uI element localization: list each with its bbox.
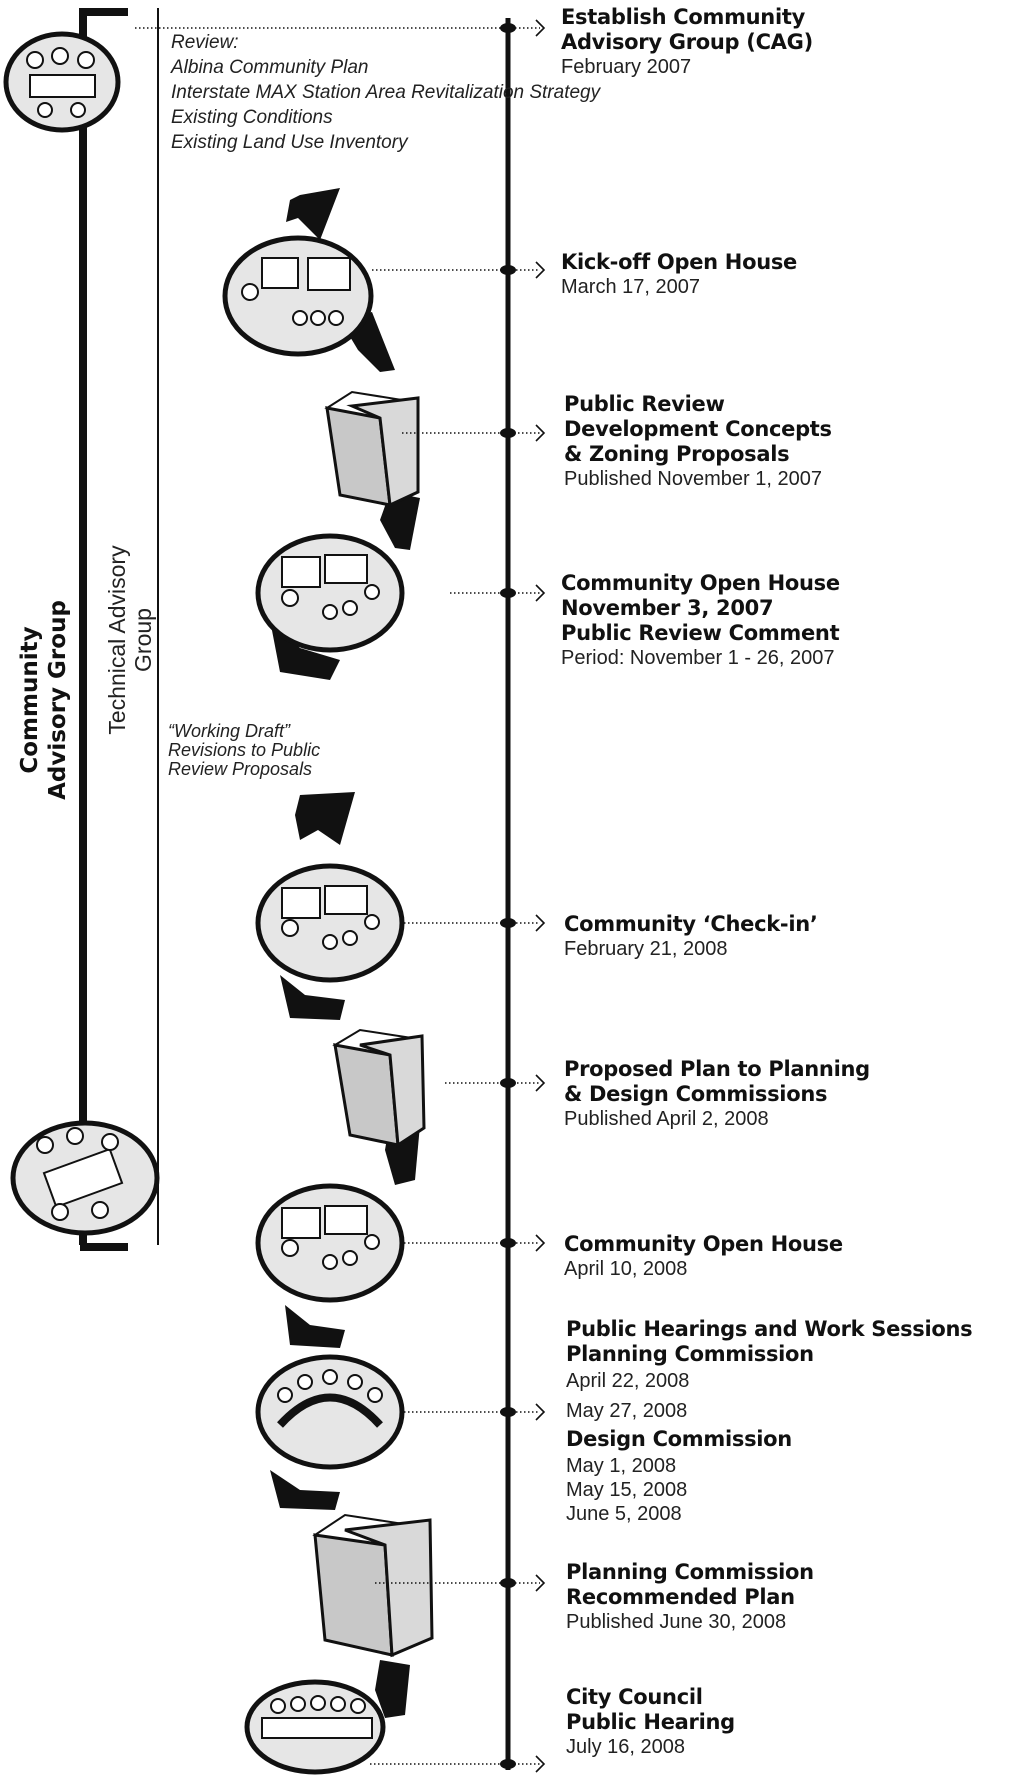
review-item: Albina Community Plan bbox=[171, 57, 369, 78]
milestone-kickoff-open-house: Kick-off Open House March 17, 2007 bbox=[561, 250, 797, 299]
presentation-icon bbox=[222, 235, 374, 357]
timeline-node bbox=[500, 1759, 516, 1769]
milestone-subheading: Design Commission bbox=[566, 1427, 792, 1451]
open-house-icon bbox=[255, 863, 405, 983]
milestone-date: February 21, 2008 bbox=[564, 938, 728, 960]
milestone-title: Public Hearings and Work Sessions bbox=[566, 1317, 973, 1341]
milestone-date: May 15, 2008 bbox=[566, 1479, 688, 1501]
milestone-title: Public Hearing bbox=[566, 1710, 735, 1734]
timeline-node bbox=[500, 918, 516, 928]
open-house-icon bbox=[255, 533, 405, 653]
timeline-node bbox=[500, 1407, 516, 1417]
timeline-node bbox=[500, 1078, 516, 1088]
milestone-title: Advisory Group (CAG) bbox=[561, 30, 813, 54]
milestone-date: April 22, 2008 bbox=[566, 1370, 690, 1392]
milestone-title: Planning Commission bbox=[566, 1560, 814, 1584]
community-advisory-group-label: Community Advisory Group bbox=[17, 600, 71, 800]
milestone-date: April 10, 2008 bbox=[564, 1258, 688, 1280]
milestone-establish-cag: Establish Community Advisory Group (CAG)… bbox=[561, 5, 813, 79]
milestone-title: & Zoning Proposals bbox=[564, 442, 790, 466]
milestone-date: May 1, 2008 bbox=[566, 1455, 677, 1477]
milestone-title: Community ‘Check-in’ bbox=[564, 912, 818, 936]
milestone-date: Published April 2, 2008 bbox=[564, 1108, 769, 1130]
milestone-date: Published November 1, 2007 bbox=[564, 468, 822, 490]
timeline-node bbox=[500, 265, 516, 275]
milestone-public-hearings: Public Hearings and Work Sessions Planni… bbox=[566, 1317, 973, 1526]
timeline-node bbox=[500, 428, 516, 438]
milestone-recommended-plan: Planning Commission Recommended Plan Pub… bbox=[566, 1560, 814, 1634]
flow-arrow-icon bbox=[295, 792, 355, 845]
flow-arrow-icon bbox=[270, 620, 340, 680]
milestone-title: Kick-off Open House bbox=[561, 250, 797, 274]
milestone-date: Period: November 1 - 26, 2007 bbox=[561, 647, 835, 669]
milestone-community-check-in: Community ‘Check-in’ February 21, 2008 bbox=[564, 912, 818, 961]
milestone-title: Community Open House bbox=[561, 571, 840, 595]
milestone-title: Planning Commission bbox=[566, 1342, 814, 1366]
flow-arrow-icon bbox=[375, 1660, 410, 1718]
milestone-title: & Design Commissions bbox=[564, 1082, 828, 1106]
milestone-title: Development Concepts bbox=[564, 417, 832, 441]
meeting-icon bbox=[3, 31, 121, 133]
hearing-icon bbox=[255, 1354, 405, 1470]
milestone-title: Public Review bbox=[564, 392, 725, 416]
milestone-date: Published June 30, 2008 bbox=[566, 1611, 787, 1633]
technical-advisory-group-label: Technical Advisory Group bbox=[104, 545, 156, 735]
review-note: Review: Albina Community Plan Interstate… bbox=[171, 30, 600, 155]
review-heading: Review: bbox=[171, 32, 239, 53]
milestone-title: Establish Community bbox=[561, 5, 805, 29]
chevron-right-icon bbox=[535, 424, 546, 442]
milestone-title: Public Review Comment bbox=[561, 621, 840, 645]
milestone-title: Recommended Plan bbox=[566, 1585, 795, 1609]
timeline-node bbox=[500, 1238, 516, 1248]
book-icon bbox=[324, 390, 420, 508]
milestone-city-council-hearing: City Council Public Hearing July 16, 200… bbox=[566, 1685, 735, 1759]
milestone-title: City Council bbox=[566, 1685, 703, 1709]
milestone-community-open-house-2008: Community Open House April 10, 2008 bbox=[564, 1232, 843, 1281]
timeline-node bbox=[500, 23, 516, 33]
book-icon bbox=[312, 1513, 434, 1658]
community-advisory-group-bracket bbox=[79, 8, 128, 1251]
milestone-community-open-house-2007: Community Open House November 3, 2007 Pu… bbox=[561, 571, 840, 670]
meeting-icon bbox=[10, 1120, 160, 1236]
milestone-title: Proposed Plan to Planning bbox=[564, 1057, 870, 1081]
milestone-title: Community Open House bbox=[564, 1232, 843, 1256]
milestone-date: February 2007 bbox=[561, 56, 692, 78]
milestone-proposed-plan: Proposed Plan to Planning & Design Commi… bbox=[564, 1057, 870, 1131]
chevron-right-icon bbox=[535, 1755, 546, 1773]
timeline-node bbox=[500, 1578, 516, 1588]
milestone-public-review: Public Review Development Concepts & Zon… bbox=[564, 392, 832, 491]
chevron-right-icon bbox=[535, 19, 546, 37]
review-item: Interstate MAX Station Area Revitalizati… bbox=[171, 82, 601, 103]
flow-arrow-icon bbox=[270, 1470, 340, 1510]
chevron-right-icon bbox=[535, 914, 546, 932]
chevron-right-icon bbox=[535, 584, 546, 602]
milestone-title: November 3, 2007 bbox=[561, 596, 774, 620]
milestone-date: March 17, 2007 bbox=[561, 276, 700, 298]
open-house-icon bbox=[255, 1183, 405, 1303]
flow-arrow-icon bbox=[286, 188, 340, 240]
chevron-right-icon bbox=[535, 1074, 546, 1092]
chevron-right-icon bbox=[535, 261, 546, 279]
chevron-right-icon bbox=[535, 1574, 546, 1592]
book-icon bbox=[332, 1028, 426, 1148]
chevron-right-icon bbox=[535, 1234, 546, 1252]
chevron-right-icon bbox=[535, 1403, 546, 1421]
review-item: Existing Conditions bbox=[171, 107, 333, 128]
milestone-date: June 5, 2008 bbox=[566, 1503, 682, 1525]
milestone-date: May 27, 2008 bbox=[566, 1400, 688, 1422]
flow-arrow-icon bbox=[280, 975, 345, 1020]
working-draft-note: “Working Draft” Revisions to Public Revi… bbox=[168, 721, 321, 779]
timeline-node bbox=[500, 588, 516, 598]
milestone-date: July 16, 2008 bbox=[566, 1736, 685, 1758]
flow-arrow-icon bbox=[285, 1305, 345, 1348]
review-item: Existing Land Use Inventory bbox=[171, 132, 408, 153]
council-icon bbox=[244, 1679, 386, 1775]
